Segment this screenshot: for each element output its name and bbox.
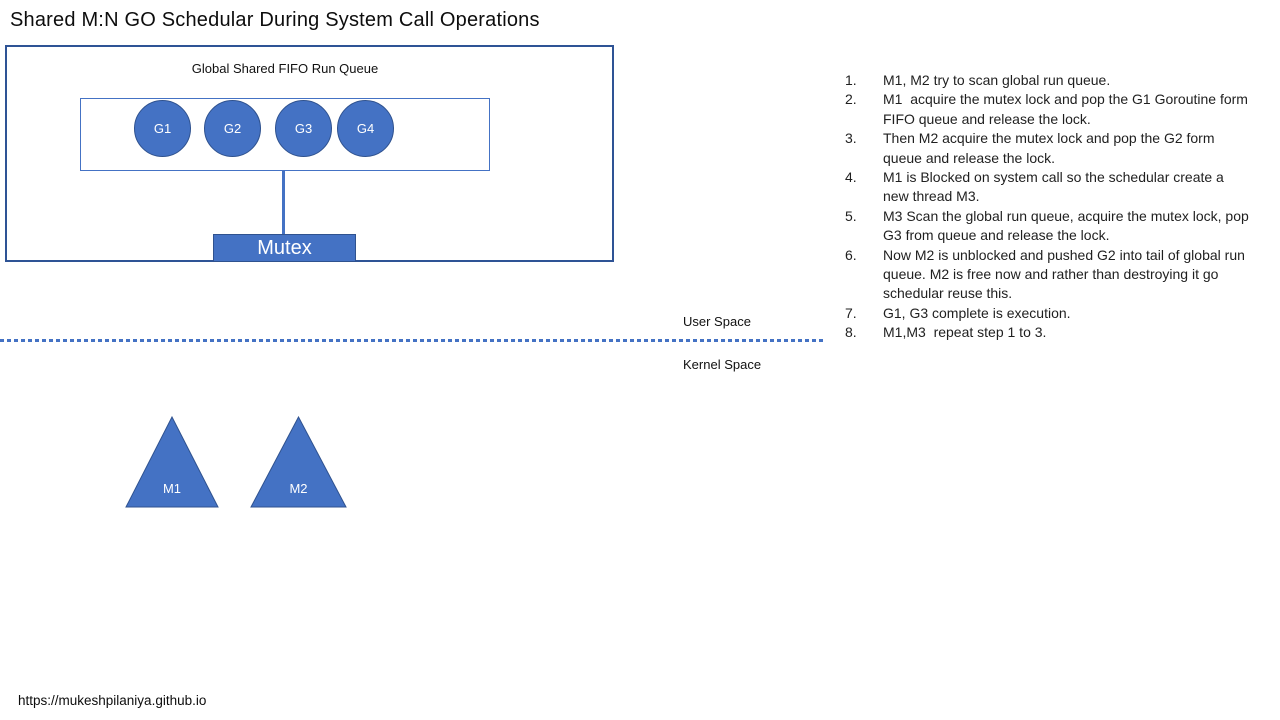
- step-number: 1.: [845, 72, 857, 88]
- step-item: 3. Then M2 acquire the mutex lock and po…: [845, 129, 1249, 168]
- mutex-box: Mutex: [213, 234, 356, 262]
- step-item: 4. M1 is Blocked on system call so the s…: [845, 168, 1249, 207]
- step-text: M1 acquire the mutex lock and pop the G1…: [883, 91, 1252, 127]
- triangle-shape-icon: [125, 416, 219, 508]
- kernel-space-label: Kernel Space: [683, 357, 762, 372]
- goroutine-g2: G2: [204, 100, 261, 157]
- page-title: Shared M:N GO Schedular During System Ca…: [10, 9, 540, 31]
- step-text: Then M2 acquire the mutex lock and pop t…: [883, 130, 1219, 166]
- thread-m2-triangle: M2: [250, 416, 347, 508]
- step-text: Now M2 is unblocked and pushed G2 into t…: [883, 246, 1249, 302]
- step-text: M1 is Blocked on system call so the sche…: [883, 169, 1228, 205]
- mutex-label: Mutex: [257, 236, 312, 259]
- goroutine-g4: G4: [337, 100, 394, 157]
- triangle-shape-icon: [250, 416, 347, 508]
- step-number: 8.: [845, 324, 857, 341]
- step-text: M1,M3 repeat step 1 to 3.: [883, 324, 1047, 341]
- goroutine-g3-label: G3: [294, 121, 313, 136]
- footer-url: https://mukeshpilaniya.github.io: [18, 693, 207, 708]
- steps-list: 1. M1, M2 try to scan global run queue. …: [845, 71, 1249, 343]
- step-number: 6.: [845, 246, 857, 263]
- step-number: 4.: [845, 169, 857, 186]
- user-kernel-divider-line: [0, 339, 823, 342]
- step-item: 8. M1,M3 repeat step 1 to 3.: [845, 323, 1249, 342]
- step-number: 2.: [845, 91, 857, 108]
- user-space-label: User Space: [683, 314, 751, 329]
- goroutine-g4-label: G4: [356, 121, 375, 136]
- step-text: G1, G3 complete is execution.: [883, 304, 1071, 321]
- step-text: M3 Scan the global run queue, acquire th…: [883, 207, 1253, 244]
- mutex-connector-line: [282, 171, 285, 235]
- goroutine-g1-label: G1: [153, 121, 172, 136]
- thread-m1-triangle: M1: [125, 416, 219, 508]
- step-item: 7. G1, G3 complete is execution.: [845, 304, 1249, 323]
- goroutine-g2-label: G2: [223, 121, 242, 136]
- run-queue-label: Global Shared FIFO Run Queue: [191, 61, 379, 76]
- step-number: 3.: [845, 130, 857, 147]
- goroutine-g1: G1: [134, 100, 191, 157]
- goroutine-g3: G3: [275, 100, 332, 157]
- step-number: 7.: [845, 304, 857, 321]
- step-item: 2. M1 acquire the mutex lock and pop the…: [845, 90, 1249, 129]
- step-item: 6. Now M2 is unblocked and pushed G2 int…: [845, 246, 1249, 304]
- thread-m2-label: M2: [289, 481, 308, 496]
- step-text: M1, M2 try to scan global run queue.: [883, 72, 1111, 88]
- step-item: 5. M3 Scan the global run queue, acquire…: [845, 207, 1249, 246]
- step-number: 5.: [845, 207, 857, 224]
- thread-m1-label: M1: [162, 481, 182, 496]
- step-item: 1. M1, M2 try to scan global run queue.: [845, 71, 1249, 90]
